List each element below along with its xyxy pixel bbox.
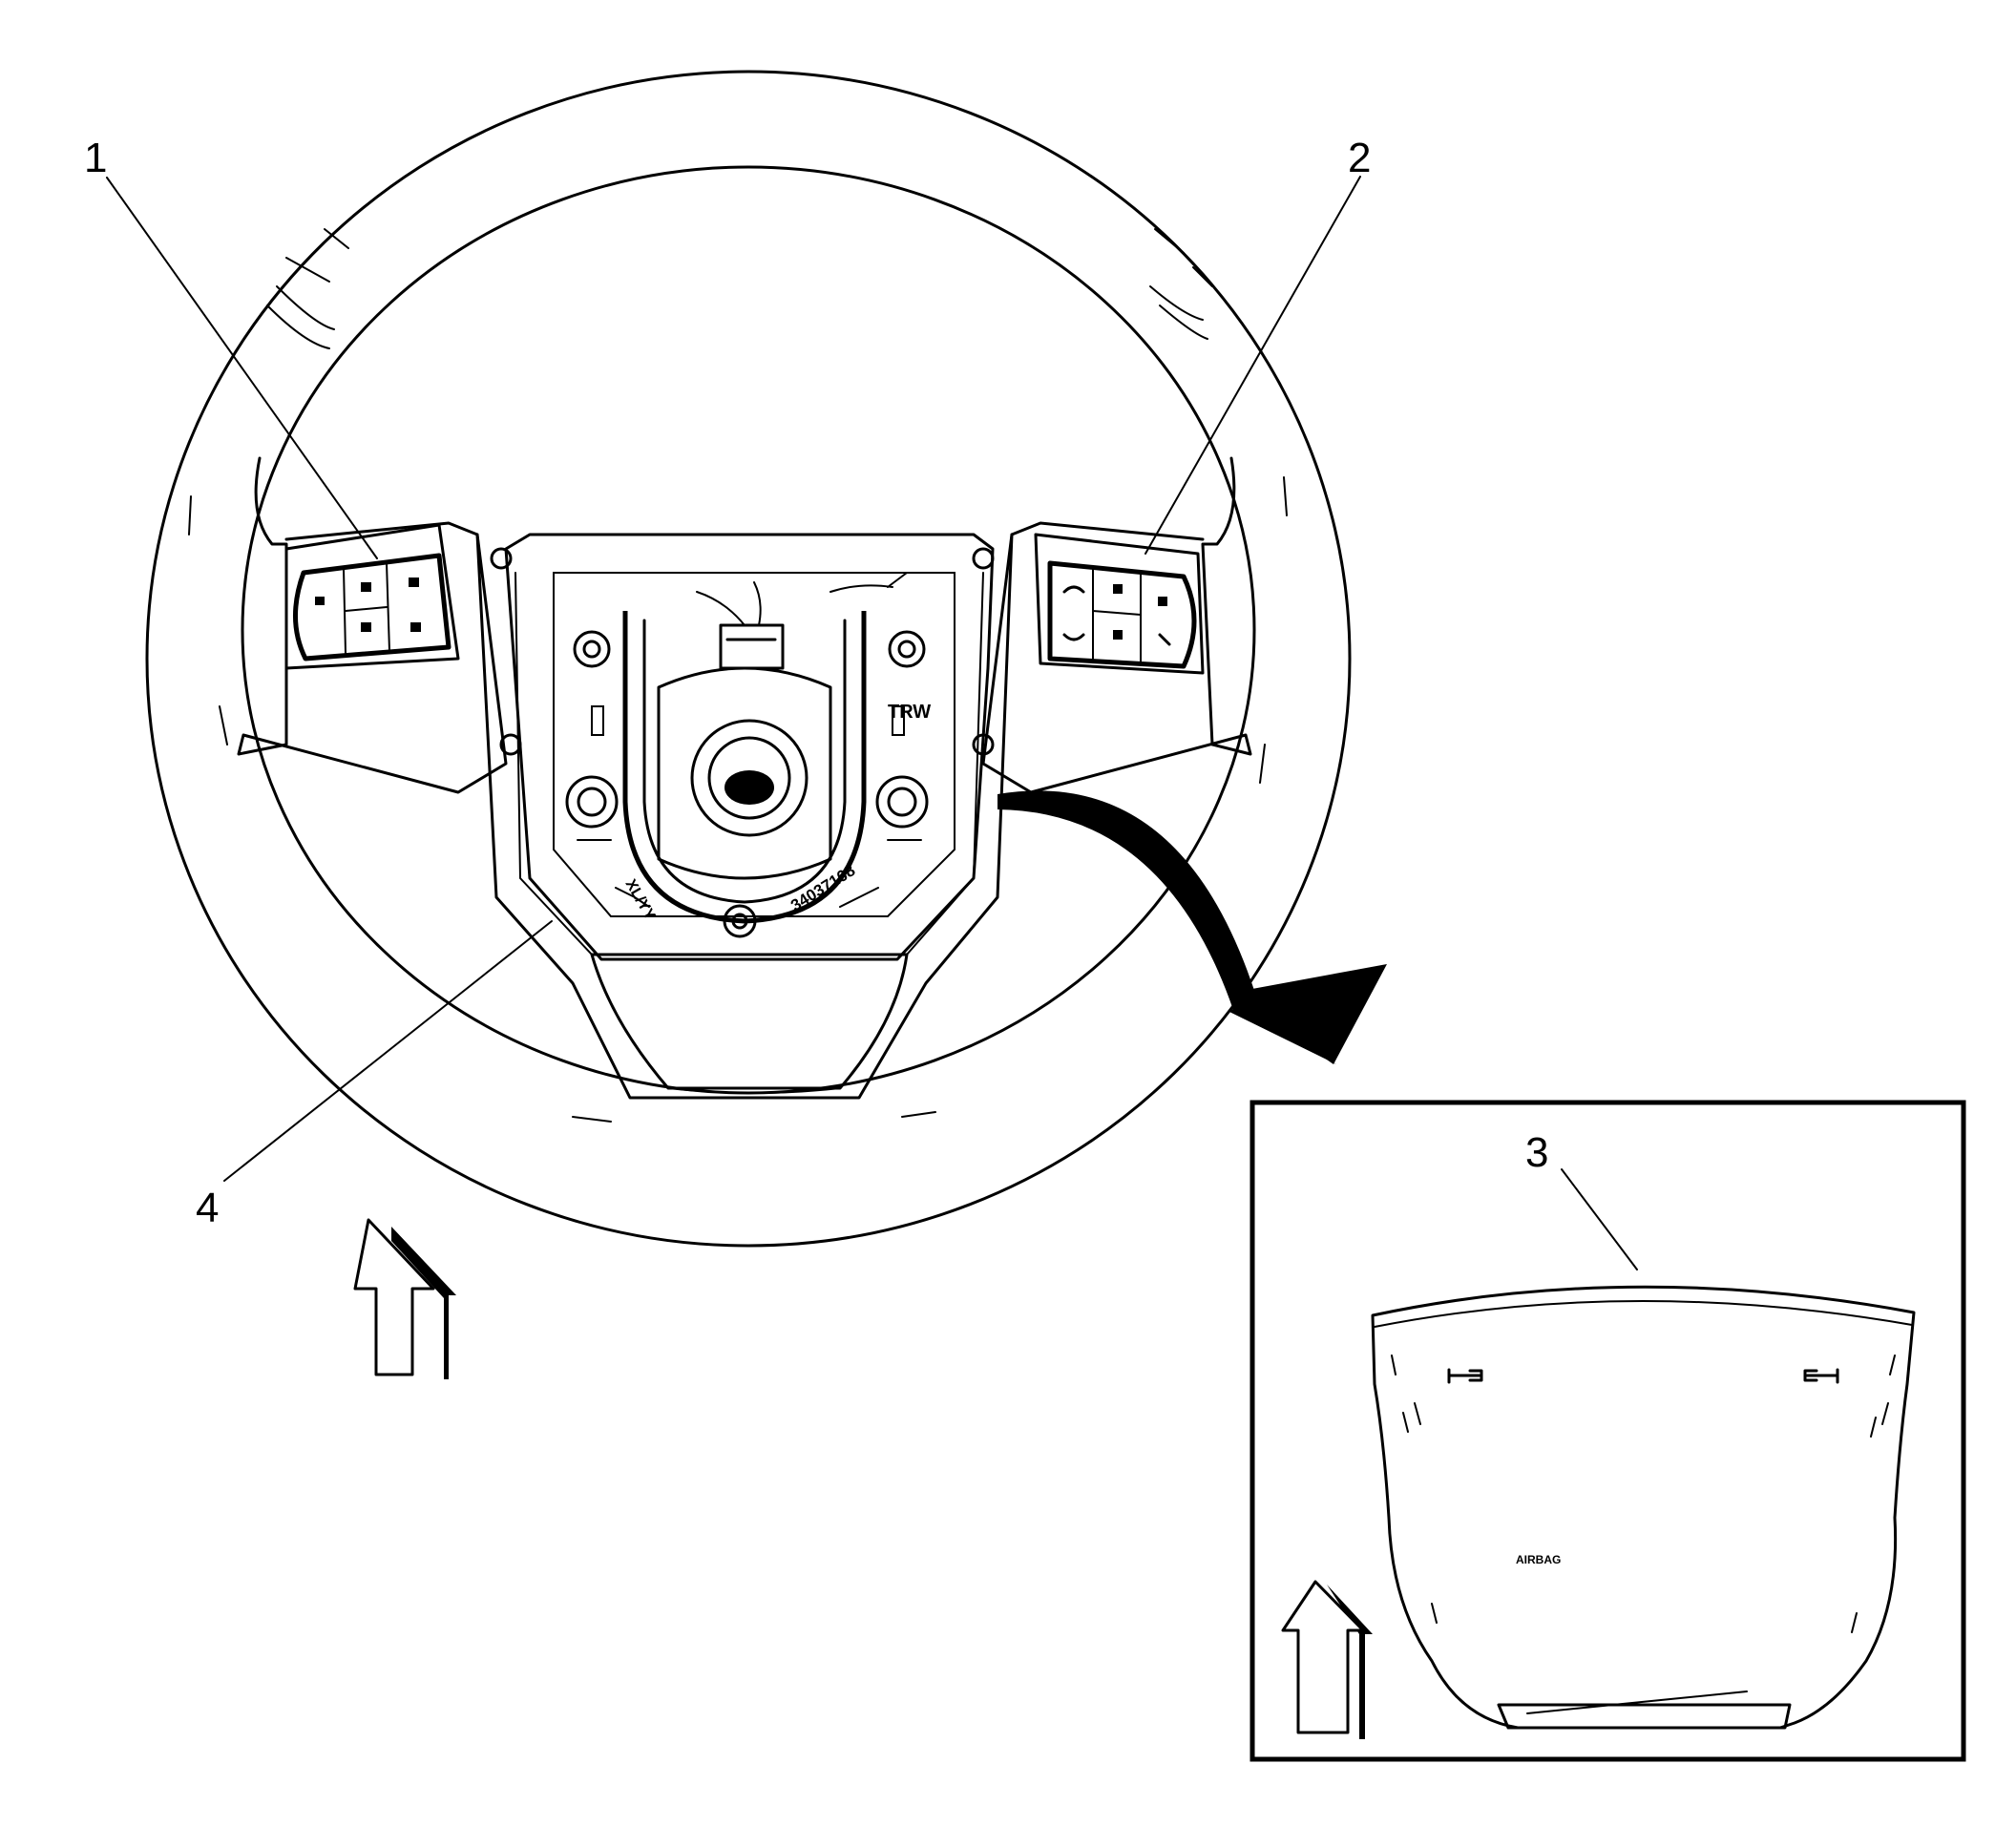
airbag-connector [719, 623, 785, 670]
callout-2-leader [1144, 176, 1361, 555]
steering-wheel: XL/YY 34037168 TRW [145, 70, 1352, 1248]
steering-column-opening-outer [690, 719, 808, 837]
right-switch-face [1047, 560, 1197, 669]
rim-stitching-left [266, 285, 335, 349]
airbag-module-outline [1371, 1285, 1916, 1730]
airbag-opening-frame [504, 533, 995, 961]
lower-hub-trim [475, 533, 1014, 1100]
callout-4-leader [223, 920, 553, 1182]
callout-2: 2 [1348, 135, 1371, 181]
rim-seam-marks [188, 228, 1288, 1123]
callout-4: 4 [196, 1185, 219, 1231]
rim-stitching-right [1149, 285, 1208, 340]
forward-view-arrow-icon [353, 1218, 456, 1379]
right-switch-dividers [1092, 568, 1142, 663]
left-switch-buttons [315, 578, 421, 632]
left-spoke [237, 456, 508, 794]
right-switch-bezel [1034, 533, 1205, 675]
lower-hub-cover-lip [667, 1087, 841, 1094]
right-steering-wheel-control-switch [1034, 533, 1205, 675]
steering-column-opening-core [724, 770, 774, 805]
left-steering-wheel-control-switch [284, 523, 460, 670]
connector-wiring [696, 572, 908, 626]
airbag-retaining-guides [565, 705, 929, 841]
airbag-module-bottom-strip [1497, 1703, 1792, 1730]
detail-inset: AIRBAG 3 [1250, 1100, 1966, 1762]
left-switch-dividers [343, 562, 390, 654]
airbag-module-top-edge [1374, 1300, 1913, 1328]
left-switch-face [293, 553, 452, 662]
airbag-module-side-marks [1391, 1354, 1896, 1633]
callout-1-leader [106, 177, 378, 559]
frame-slots [615, 887, 879, 908]
inset-forward-view-arrow-icon [1281, 1580, 1373, 1739]
right-spoke [981, 456, 1252, 794]
horn-contact-u [622, 611, 867, 924]
curved-transition-arrow-icon [998, 790, 1387, 1064]
frame-inner-edge [553, 572, 956, 917]
manufacturer-marking: TRW [888, 702, 931, 723]
callout-3-leader [1561, 1168, 1638, 1270]
clock-spring [657, 666, 832, 880]
lower-hub-trim-inner [514, 572, 984, 956]
hub-fasteners [490, 547, 995, 938]
steering-wheel-rim-outer [145, 70, 1352, 1248]
airbag-label: AIRBAG [1516, 1553, 1561, 1566]
left-switch-bezel [284, 523, 460, 670]
horn-icon-left [1447, 1368, 1483, 1384]
airbag-module-bottom-shading [1526, 1690, 1748, 1714]
callout-3: 3 [1525, 1129, 1548, 1176]
lower-hub-cover [590, 953, 909, 1090]
detail-inset-frame [1250, 1100, 1966, 1762]
horn-contact-u-inner [642, 619, 847, 904]
callout-1: 1 [84, 135, 107, 181]
steering-column-opening-inner [707, 736, 791, 820]
right-switch-buttons [1062, 584, 1171, 646]
horn-icon-right [1803, 1368, 1839, 1384]
